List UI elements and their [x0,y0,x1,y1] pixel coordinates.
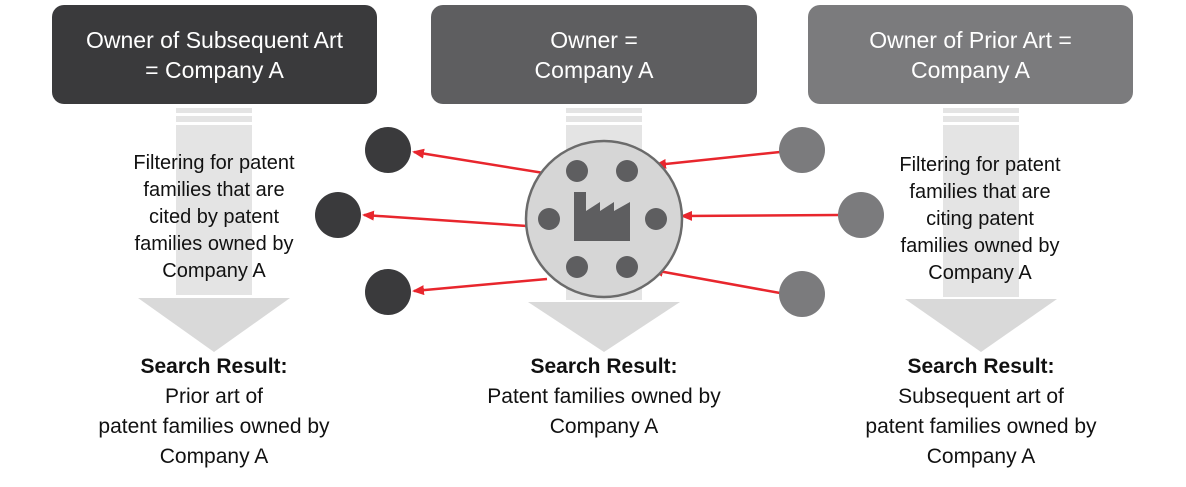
red-arrow-left-mid [362,210,528,228]
filter-right-line: Filtering for patent [899,154,1061,176]
header-right-line1: Owner of Prior Art = [869,26,1072,53]
subsequent-art-node-icon [779,127,825,173]
filter-description-right: Filtering for patent families that are c… [870,152,1090,287]
search-result-right-title: Search Result: [907,355,1055,378]
search-result-right: Search Result: Subsequent art of patent … [831,352,1131,472]
search-result-left-title: Search Result: [140,355,288,378]
search-result-middle-line: Company A [549,415,659,438]
filter-left-line: cited by patent [148,206,280,228]
header-left-line2: = Company A [145,56,284,83]
search-result-middle: Search Result: Patent families owned by … [454,352,754,442]
filter-right-line: citing patent [926,208,1034,230]
search-result-left-line: Company A [159,445,269,468]
prior-art-node-icon [315,192,361,238]
subsequent-art-node-icon [779,271,825,317]
search-result-left: Search Result: Prior art of patent famil… [64,352,364,472]
prior-art-node-icon [365,269,411,315]
filter-right-line: families that are [909,181,1051,203]
flow-arrow-right [905,108,1057,352]
header-left-line1: Owner of Subsequent Art [86,26,343,53]
search-result-middle-title: Search Result: [530,355,678,378]
red-arrow-right-top [654,150,781,169]
red-arrow-right-bottom [651,266,781,295]
header-owner-of-subsequent-art: Owner of Subsequent Art = Company A [52,5,377,104]
search-result-left-line: Prior art of [164,385,264,408]
search-result-middle-line: Patent families owned by [487,385,721,408]
header-mid-line1: Owner = [550,26,638,53]
red-arrow-left-bottom [412,277,548,296]
factory-icon [574,192,630,241]
search-result-right-line: Subsequent art of [898,385,1064,408]
filter-right-line: families owned by [900,235,1060,257]
subsequent-art-node-icon [838,192,884,238]
header-owner: Owner = Company A [431,5,757,104]
filter-left-line: Company A [162,260,266,282]
company-node [524,139,684,299]
red-arrow-left-top [412,148,551,176]
filter-description-left: Filtering for patent families that are c… [104,150,324,285]
filter-right-line: Company A [928,262,1032,284]
filter-left-line: families that are [143,179,285,201]
flow-arrow-left [138,108,290,352]
search-result-right-line: patent families owned by [865,415,1097,438]
search-result-right-line: Company A [926,445,1036,468]
header-owner-of-prior-art: Owner of Prior Art = Company A [808,5,1133,104]
search-result-left-line: patent families owned by [98,415,330,438]
filter-left-line: Filtering for patent [133,152,295,174]
red-arrow-right-mid [680,210,839,221]
filter-left-line: families owned by [134,233,294,255]
header-right-line2: Company A [911,56,1030,83]
header-mid-line2: Company A [534,56,654,83]
prior-art-node-icon [365,127,411,173]
